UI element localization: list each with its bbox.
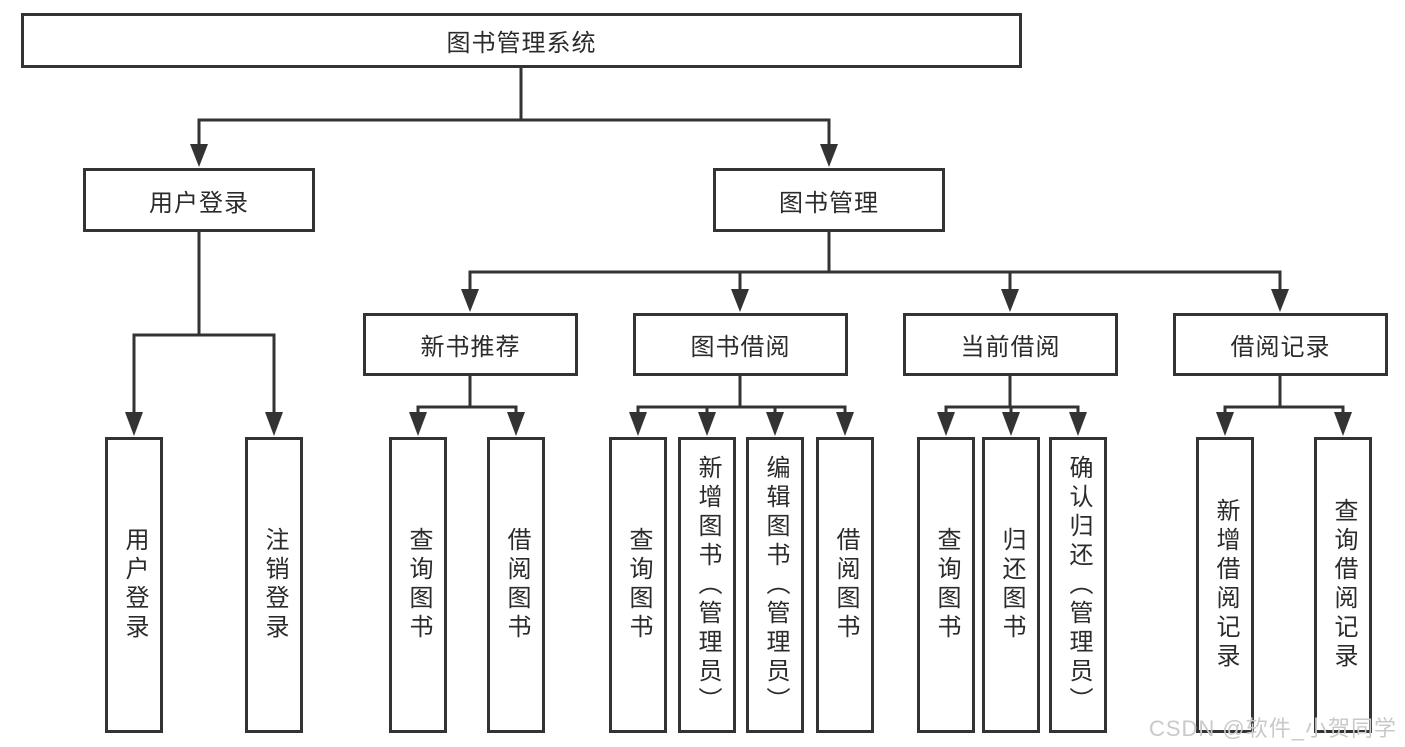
node-label: 借阅记录 [1230, 334, 1331, 361]
leaf-recommend-borrow-books: 借阅图书 [487, 437, 545, 733]
node-user-login: 用户登录 [83, 168, 315, 232]
node-borrowing-records: 借阅记录 [1173, 313, 1388, 376]
node-book-borrowing: 图书借阅 [633, 313, 848, 376]
node-label: 新增图书（管理员） [694, 454, 721, 716]
leaf-add-books-admin: 新增图书（管理员） [678, 437, 736, 733]
node-current-borrowing: 当前借阅 [903, 313, 1118, 376]
node-root-library-system: 图书管理系统 [21, 13, 1022, 68]
node-label: 借阅图书 [832, 527, 859, 643]
node-label: 用户登录 [149, 189, 249, 217]
leaf-borrowing-borrow-books: 借阅图书 [816, 437, 874, 733]
branch-current-borrowing [937, 376, 1087, 436]
node-label: 编辑图书（管理员） [762, 454, 789, 716]
node-book-management: 图书管理 [713, 168, 945, 232]
leaf-confirm-return-admin: 确认归还（管理员） [1049, 437, 1107, 733]
branch-borrowing-records [1216, 376, 1352, 436]
node-label: 查询图书 [625, 527, 652, 643]
leaf-query-borrow-record: 查询借阅记录 [1314, 437, 1372, 733]
node-label: 查询图书 [933, 527, 960, 643]
leaf-add-borrow-record: 新增借阅记录 [1196, 437, 1254, 733]
leaf-recommend-query-books: 查询图书 [389, 437, 447, 733]
node-label: 查询借阅记录 [1330, 498, 1357, 672]
node-label: 注销登录 [261, 527, 288, 643]
node-label: 确认归还（管理员） [1065, 454, 1092, 716]
branch-user-login [125, 232, 283, 436]
node-label: 归还图书 [998, 527, 1025, 643]
node-label: 借阅图书 [503, 527, 530, 643]
leaf-return-books: 归还图书 [982, 437, 1040, 733]
branch-book-management [461, 232, 1289, 312]
leaf-borrowing-query-books: 查询图书 [609, 437, 667, 733]
node-label: 新增借阅记录 [1212, 498, 1239, 672]
node-label: 图书管理系统 [446, 30, 597, 57]
node-label: 图书管理 [779, 189, 879, 217]
node-label: 当前借阅 [960, 334, 1061, 361]
node-label: 新书推荐 [420, 334, 521, 361]
csdn-watermark: CSDN @软件_小贺同学 [1148, 716, 1397, 741]
leaf-edit-books-admin: 编辑图书（管理员） [746, 437, 804, 733]
branch-new-book-recommend [409, 376, 525, 436]
node-new-book-recommend: 新书推荐 [363, 313, 578, 376]
branch-root [190, 68, 838, 167]
node-label: 用户登录 [121, 527, 148, 643]
node-label: 图书借阅 [690, 334, 791, 361]
leaf-current-query-books: 查询图书 [917, 437, 975, 733]
leaf-logout: 注销登录 [245, 437, 303, 733]
branch-book-borrowing [629, 376, 854, 436]
leaf-user-login: 用户登录 [105, 437, 163, 733]
node-label: 查询图书 [405, 527, 432, 643]
